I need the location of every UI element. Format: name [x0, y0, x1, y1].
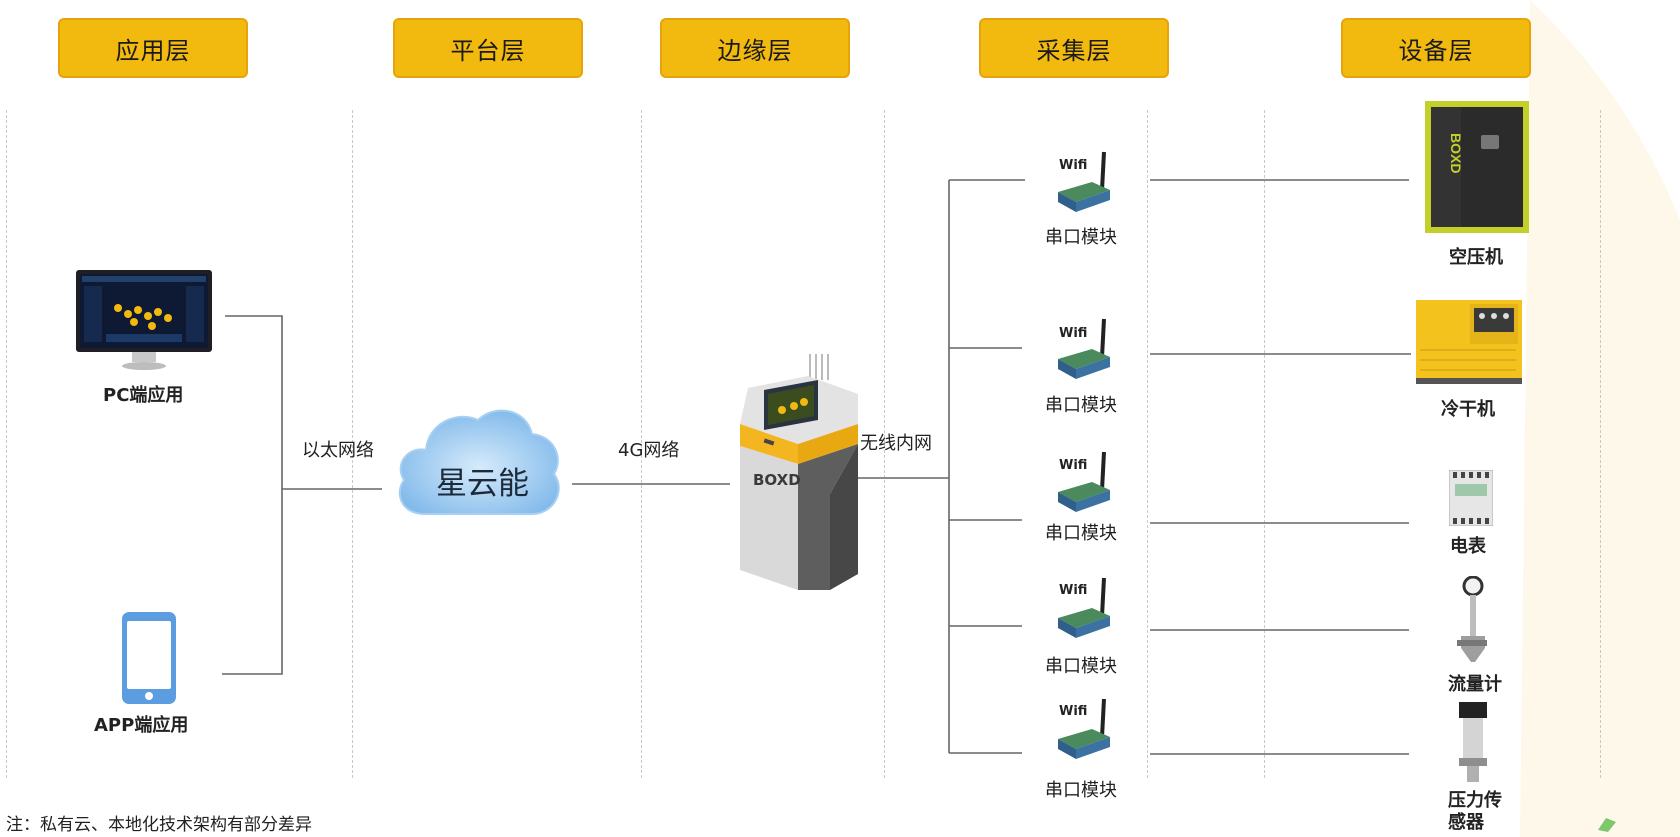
flow-meter-icon [1457, 576, 1487, 662]
column-divider [1264, 110, 1265, 778]
4g-label: 4G网络 [618, 440, 680, 461]
serial-module-label: 串口模块 [1045, 395, 1117, 416]
serial-module-icon [1058, 151, 1110, 212]
layer-collection[interactable]: 采集层 [979, 18, 1169, 78]
device-label-refrigerated-dryer: 冷干机 [1441, 399, 1495, 420]
layer-device[interactable]: 设备层 [1341, 18, 1531, 78]
electric-meter-icon [1449, 470, 1493, 526]
corner-logo-icon [1598, 818, 1616, 832]
layer-app[interactable]: 应用层 [58, 18, 248, 78]
wireless-label: 无线内网 [860, 433, 932, 454]
device-label-pressure-sensor: 压力传感器 [1448, 790, 1502, 833]
footnote: 注：私有云、本地化技术架构有部分差异 [6, 815, 312, 835]
phone-icon [122, 612, 176, 704]
ethernet-label: 以太网络 [302, 440, 374, 461]
gateway-kiosk-icon [740, 354, 858, 590]
wifi-label: Wifi [1059, 326, 1088, 341]
column-divider [884, 110, 885, 778]
column-divider [1147, 110, 1148, 778]
layer-edge[interactable]: 边缘层 [660, 18, 850, 78]
gateway-brand: BOXD [753, 471, 801, 489]
device-label-flow-meter: 流量计 [1448, 674, 1502, 695]
column-divider [641, 110, 642, 778]
serial-module-label: 串口模块 [1045, 227, 1117, 248]
refrigerated-dryer-icon [1416, 300, 1522, 384]
column-divider [1600, 110, 1601, 778]
app-bracket-line [222, 315, 283, 675]
wifi-label: Wifi [1059, 458, 1088, 473]
serial-module-label: 串口模块 [1045, 523, 1117, 544]
serial-module-label: 串口模块 [1045, 656, 1117, 677]
serial-module-icon [1058, 318, 1110, 379]
serial-module-icon [1058, 577, 1110, 638]
wifi-label: Wifi [1059, 158, 1088, 173]
device-label-air-compressor: 空压机 [1449, 247, 1503, 268]
pc-monitor-icon [76, 270, 212, 370]
column-divider [352, 110, 353, 778]
device-label-electric-meter: 电表 [1450, 536, 1486, 557]
cloud-name: 星云能 [436, 466, 529, 502]
pressure-sensor-icon [1459, 702, 1487, 782]
column-divider [6, 110, 7, 778]
serial-module-icon [1058, 451, 1110, 512]
layer-platform[interactable]: 平台层 [393, 18, 583, 78]
wifi-label: Wifi [1059, 704, 1088, 719]
pc-app-label: PC端应用 [103, 385, 184, 406]
svg-text:BOXD: BOXD [1448, 133, 1464, 173]
app-label: APP端应用 [94, 715, 189, 736]
serial-module-icon [1058, 698, 1110, 759]
serial-module-label: 串口模块 [1045, 780, 1117, 801]
wifi-label: Wifi [1059, 583, 1088, 598]
air-compressor-icon: BOXD [1425, 101, 1529, 233]
cloud-icon [398, 409, 560, 515]
